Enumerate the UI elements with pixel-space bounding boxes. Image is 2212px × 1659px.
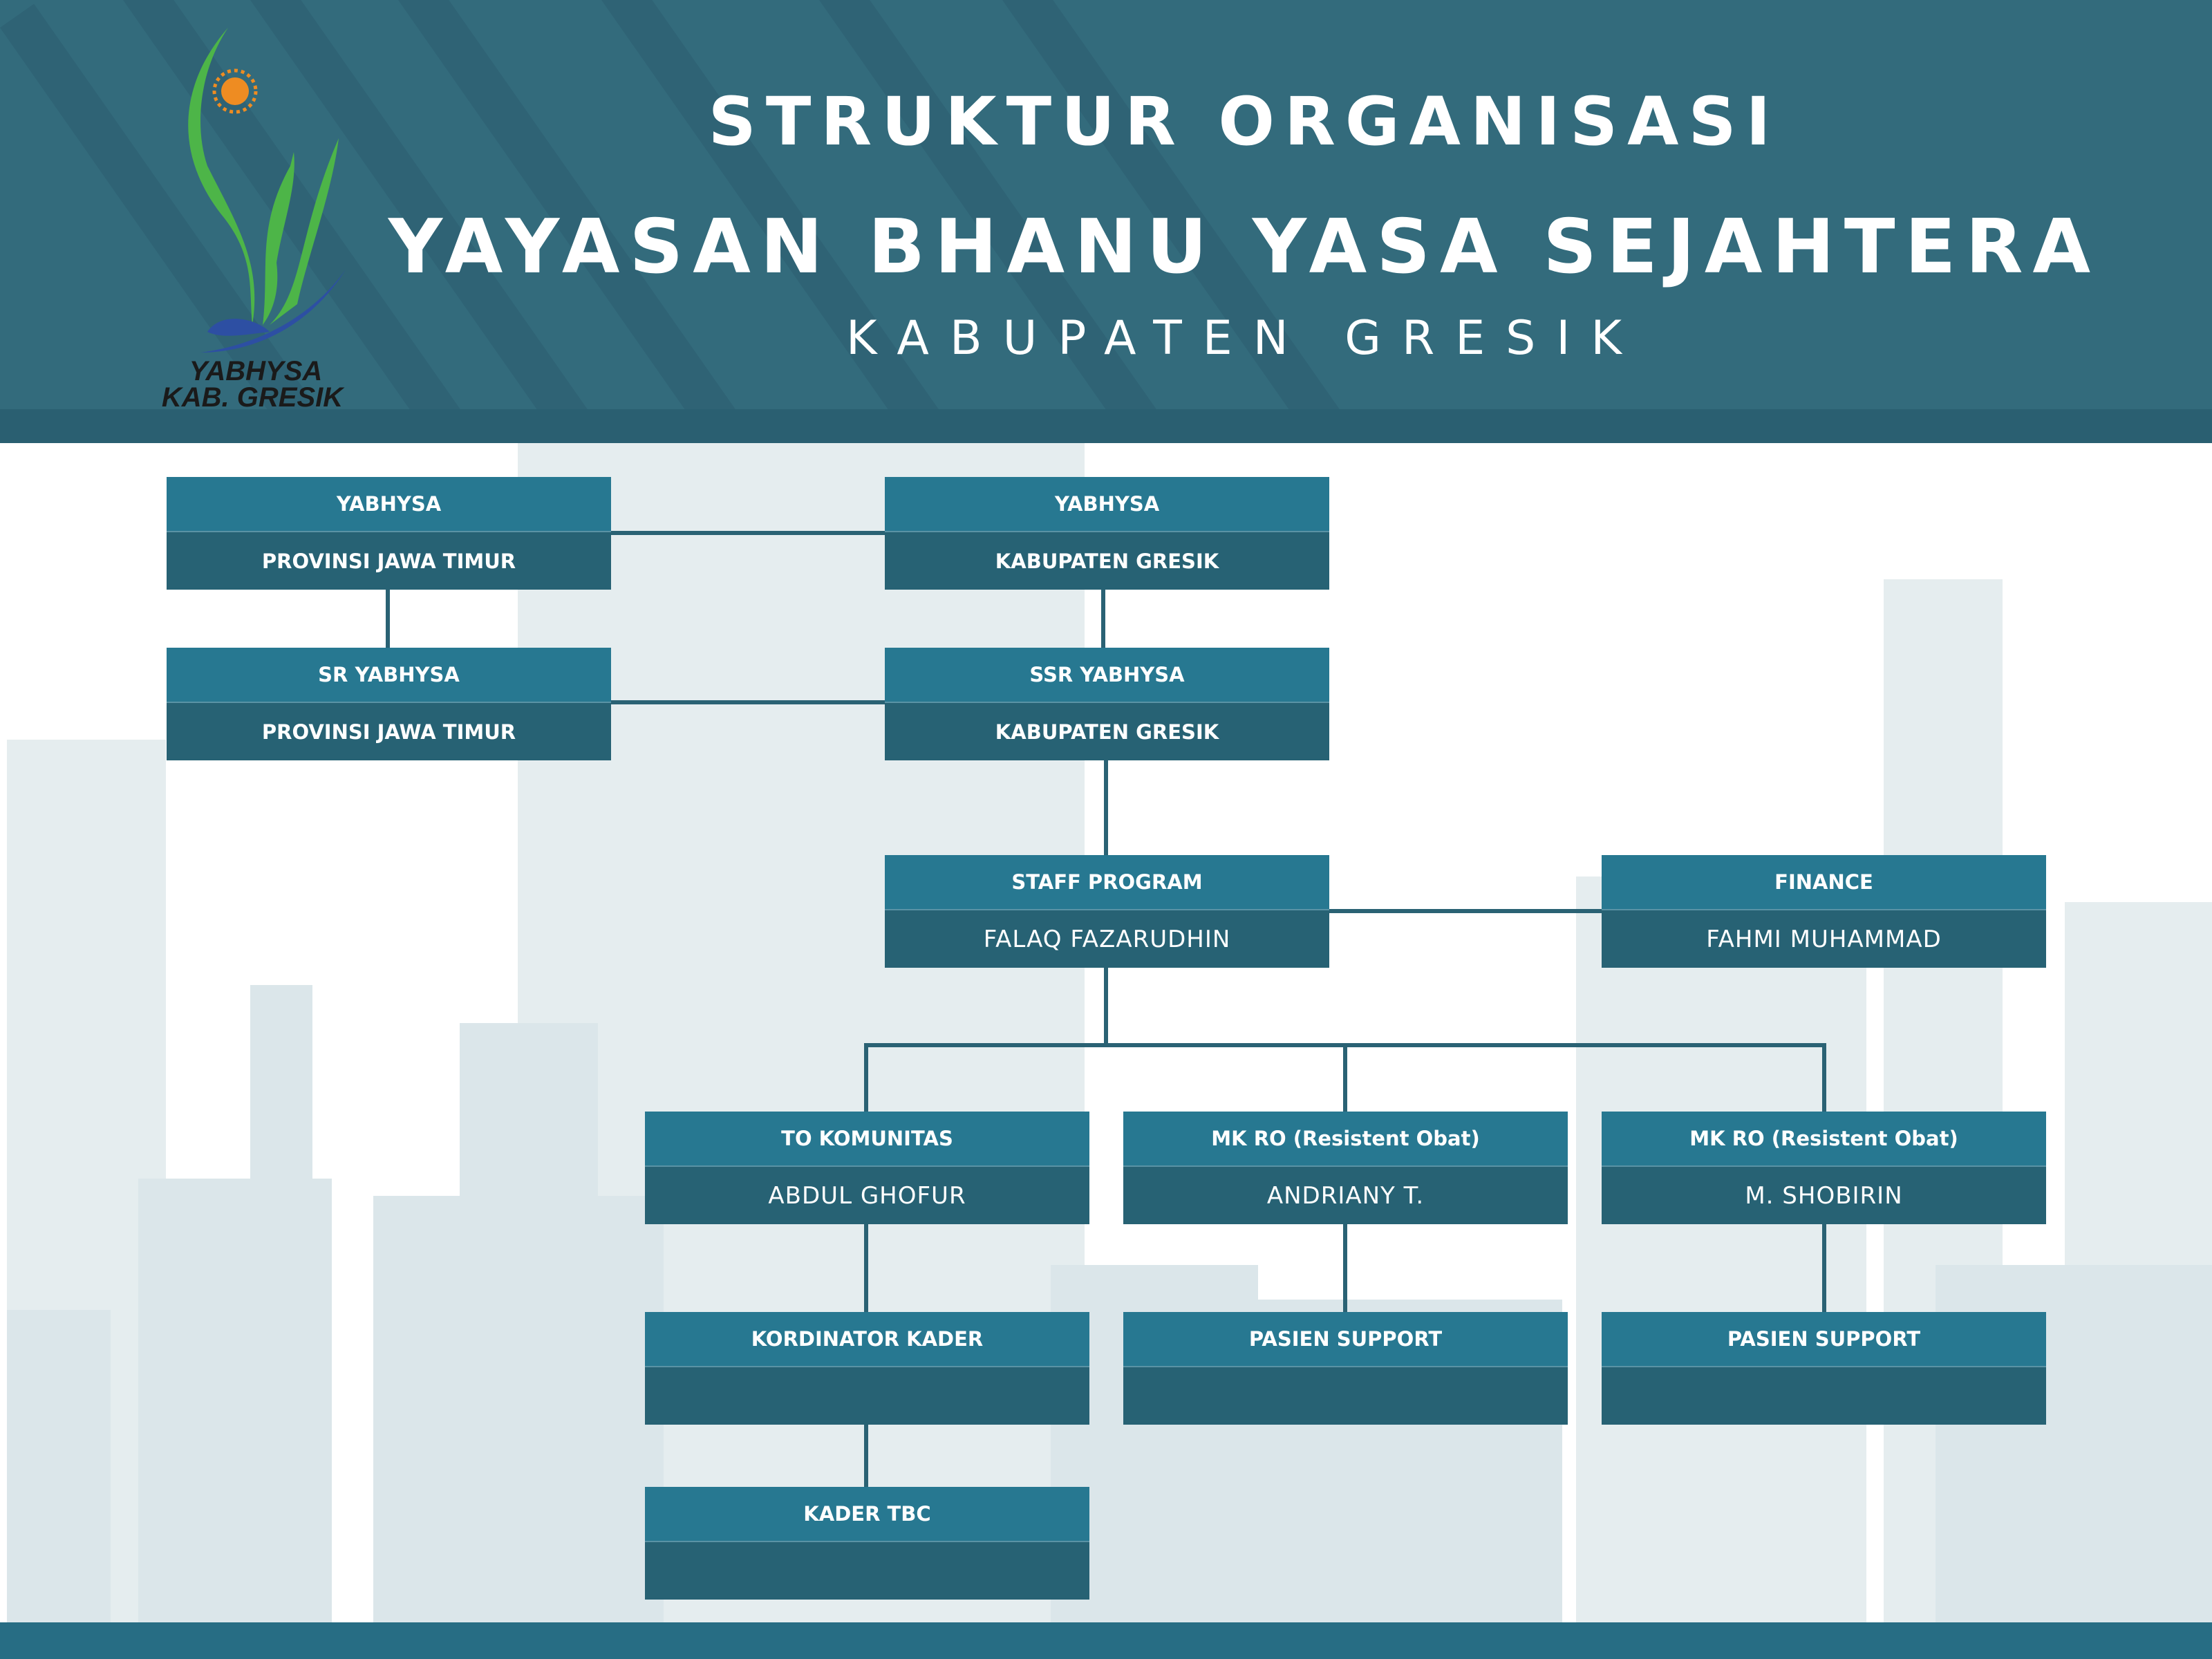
connector (611, 531, 885, 535)
connector (1101, 590, 1105, 648)
bg-building (1576, 877, 1866, 1623)
connector (1822, 1045, 1826, 1112)
bg-building (250, 985, 312, 1192)
logo-text: KAB. GRESIK (162, 382, 345, 409)
logo-text: YABHYSA (189, 356, 323, 386)
region-name: KABUPATEN GRESIK (846, 311, 1642, 366)
connector (1343, 1224, 1347, 1312)
connector (386, 590, 390, 648)
connector (611, 700, 885, 704)
node-mk-ro-2: MK RO (Resistent Obat)M. SHOBIRIN (1602, 1112, 2046, 1224)
header-band (0, 409, 2212, 443)
logo: YABHYSA KAB. GRESIK (162, 28, 346, 409)
page-title: STRUKTUR ORGANISASI (708, 83, 1781, 160)
node-pasien-support-2: PASIEN SUPPORT (1602, 1312, 2046, 1425)
connector (1329, 909, 1602, 913)
node-kordinator-kader: KORDINATOR KADER (645, 1312, 1089, 1425)
header: YABHYSA KAB. GRESIK STRUKTUR ORGANISASI … (0, 0, 2212, 409)
bg-building (7, 1310, 111, 1624)
connector (1343, 1045, 1347, 1112)
connector (1104, 760, 1108, 855)
connector (864, 1425, 868, 1487)
node-pasien-support-1: PASIEN SUPPORT (1123, 1312, 1568, 1425)
connector (864, 1045, 868, 1112)
node-kader-tbc: KADER TBC (645, 1487, 1089, 1600)
bg-building (460, 1023, 598, 1203)
bg-building (373, 1196, 664, 1624)
connector (1822, 1224, 1826, 1312)
node-mk-ro-1: MK RO (Resistent Obat)ANDRIANY T. (1123, 1112, 1568, 1224)
footer-band (0, 1622, 2212, 1659)
connector (864, 1224, 868, 1312)
connector (1104, 968, 1108, 1045)
bg-building (138, 1179, 332, 1624)
org-name: YAYASAN BHANU YASA SEJAHTERA (388, 204, 2101, 290)
